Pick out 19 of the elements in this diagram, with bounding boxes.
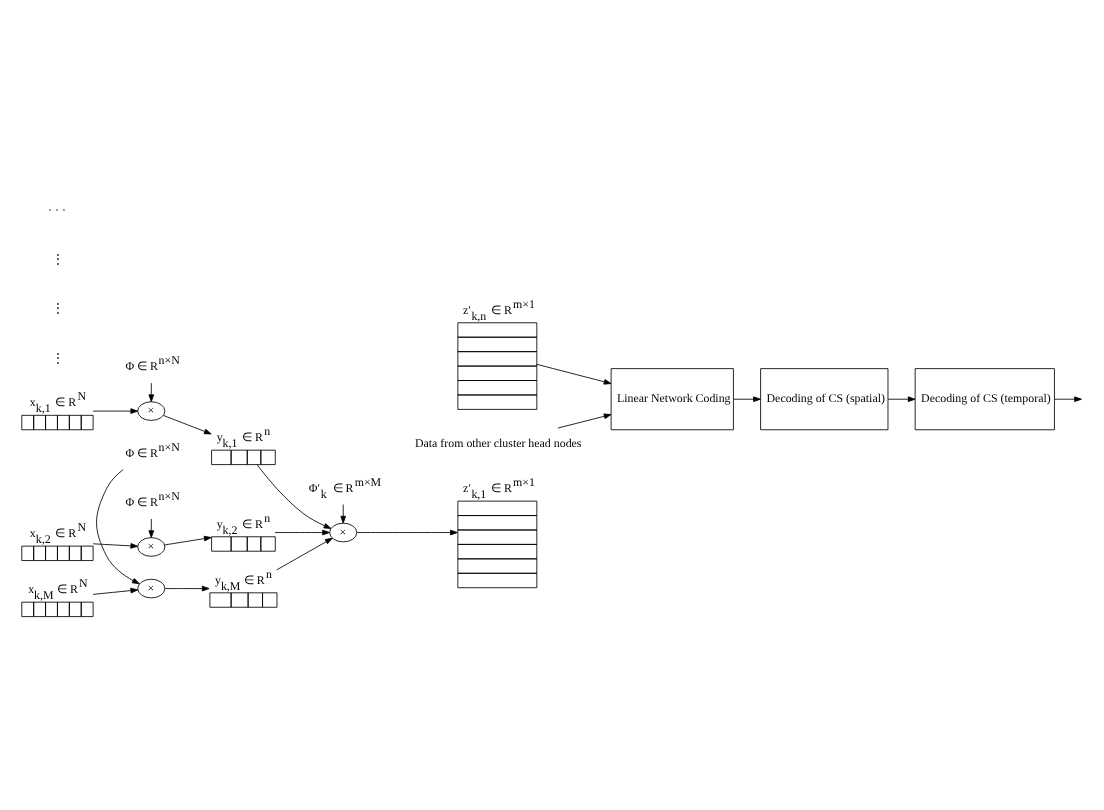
arrow xyxy=(356,528,458,535)
arrow xyxy=(92,586,139,594)
arrow xyxy=(163,414,212,434)
arrow xyxy=(1054,395,1082,401)
arrow xyxy=(164,534,212,545)
arrow xyxy=(733,395,761,401)
arrow xyxy=(276,536,333,570)
arrow xyxy=(536,362,612,384)
arrow xyxy=(887,395,916,401)
arrow xyxy=(557,412,612,428)
arrow xyxy=(92,542,139,548)
arrow xyxy=(92,407,139,413)
arrow xyxy=(340,503,346,523)
arrow xyxy=(256,463,332,528)
arrow xyxy=(274,528,330,535)
arrow xyxy=(148,517,155,537)
arrow xyxy=(96,468,140,584)
arrow xyxy=(164,584,210,591)
arrow xyxy=(148,381,155,402)
